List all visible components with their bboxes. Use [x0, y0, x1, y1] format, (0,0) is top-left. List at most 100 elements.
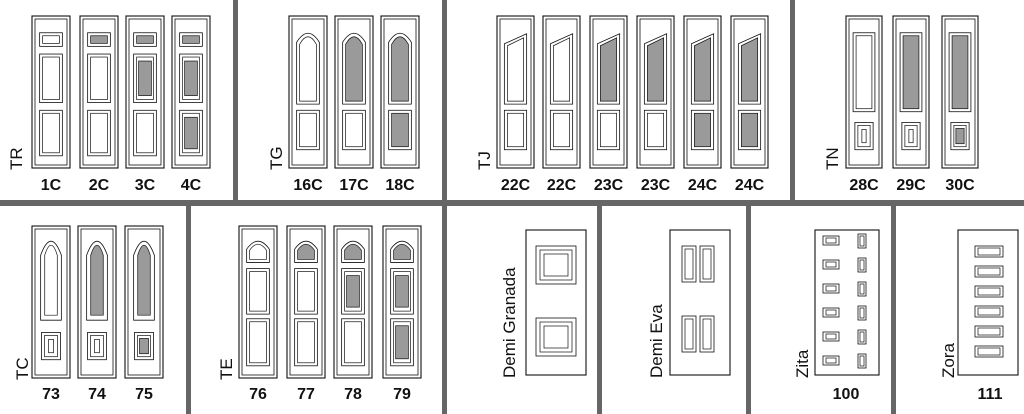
section-code-tn: TN	[823, 147, 842, 170]
glass-slot-inner	[859, 355, 865, 367]
door-caption: 111	[978, 386, 1003, 403]
section-zita: Zita 100	[793, 229, 880, 403]
door-79: 79	[382, 225, 422, 403]
glass-slot-inner	[977, 307, 1001, 316]
section-divider	[442, 206, 447, 414]
slanted-glass-panel	[694, 37, 711, 102]
raised-panel	[543, 325, 569, 349]
raised-panel	[543, 253, 569, 277]
door-22c: 22C	[542, 15, 581, 194]
door-16c: 16C	[288, 15, 328, 194]
arch-top-glass	[393, 243, 411, 260]
slanted-panel	[553, 37, 570, 102]
glass-slot-inner	[825, 261, 837, 268]
panel-border	[297, 321, 315, 364]
raised-panel	[42, 112, 60, 154]
arched-panel	[299, 36, 317, 102]
door-caption: 1C	[41, 177, 62, 194]
door-24c: 24C	[683, 15, 722, 194]
glass-slot-inner	[859, 259, 865, 271]
raised-panel	[90, 56, 108, 100]
section-divider	[186, 206, 191, 414]
raised-panel	[702, 318, 712, 350]
door-caption: 74	[88, 386, 106, 403]
oval-panel	[44, 244, 58, 316]
glass-slot-inner	[977, 267, 1001, 276]
arch-top-glass	[344, 243, 362, 260]
glass-slot-inner	[825, 237, 837, 244]
door-24c: 24C	[730, 15, 769, 194]
door-caption: 100	[833, 386, 860, 403]
panel-border	[249, 321, 267, 364]
door-4c: 4C	[171, 15, 211, 194]
slanted-panel	[507, 37, 524, 102]
door-28c: 28C	[845, 15, 883, 194]
glass-panel	[90, 35, 108, 44]
raised-panel	[702, 248, 712, 280]
section-divider	[0, 200, 1024, 206]
door-18c: 18C	[380, 15, 420, 194]
slanted-glass-panel	[600, 37, 617, 102]
panel-border	[249, 271, 267, 312]
slanted-glass-panel	[741, 37, 758, 102]
door-caption: 24C	[688, 177, 718, 194]
glass-slot-inner	[859, 331, 865, 343]
door-caption: 73	[42, 386, 60, 403]
glass-panel	[182, 35, 200, 44]
inner-bead	[48, 339, 54, 354]
section-code-tc: TC	[13, 357, 32, 380]
section-code-tj: TJ	[475, 151, 494, 170]
raised-panel	[684, 318, 694, 350]
raised-panel	[345, 112, 363, 148]
door-73: 73	[31, 225, 71, 403]
door-caption: 28C	[849, 177, 879, 194]
glass-slot-inner	[977, 347, 1001, 356]
door-29c: 29C	[892, 15, 930, 194]
door-30c: 30C	[941, 15, 979, 194]
door-caption: 75	[135, 386, 153, 403]
door-caption: 16C	[293, 177, 323, 194]
door-caption: 76	[249, 386, 267, 403]
door-caption: 2C	[89, 177, 110, 194]
raised-panel	[600, 112, 617, 148]
glass-panel	[184, 116, 198, 150]
raised-panel	[299, 112, 317, 148]
glass-panel	[138, 60, 152, 96]
glass-slot-inner	[859, 283, 865, 295]
glass-panel	[741, 112, 758, 148]
inner-bead	[94, 339, 100, 354]
section-code-demi-eva: Demi Eva	[647, 304, 666, 378]
inner-bead	[861, 129, 867, 144]
glass-panel	[136, 35, 154, 44]
section-code-demi-granada: Demi Granada	[500, 267, 519, 378]
section-divider	[746, 206, 751, 414]
arched-glass-panel	[391, 36, 409, 102]
door-frame	[814, 229, 880, 376]
glass-slot-inner	[825, 333, 837, 340]
door-caption: 24C	[735, 177, 765, 194]
slanted-glass-panel	[647, 37, 664, 102]
door-caption: 79	[393, 386, 411, 403]
door-74: 74	[77, 225, 117, 403]
door-17c: 17C	[334, 15, 374, 194]
section-code-zita: Zita	[793, 349, 812, 378]
door-22c: 22C	[496, 15, 535, 194]
door-76: 76	[238, 225, 278, 403]
door-caption: 78	[344, 386, 362, 403]
section-divider	[597, 206, 602, 414]
door-3c: 3C	[125, 15, 165, 194]
section-tc: TC 73 74 75	[13, 225, 164, 403]
door-caption: 29C	[896, 177, 926, 194]
glass-panel	[955, 128, 965, 145]
raised-panel	[42, 35, 60, 44]
glass-panel	[395, 275, 409, 308]
door-2c: 2C	[79, 15, 119, 194]
door-23c: 23C	[589, 15, 628, 194]
arched-glass-panel	[345, 36, 363, 102]
